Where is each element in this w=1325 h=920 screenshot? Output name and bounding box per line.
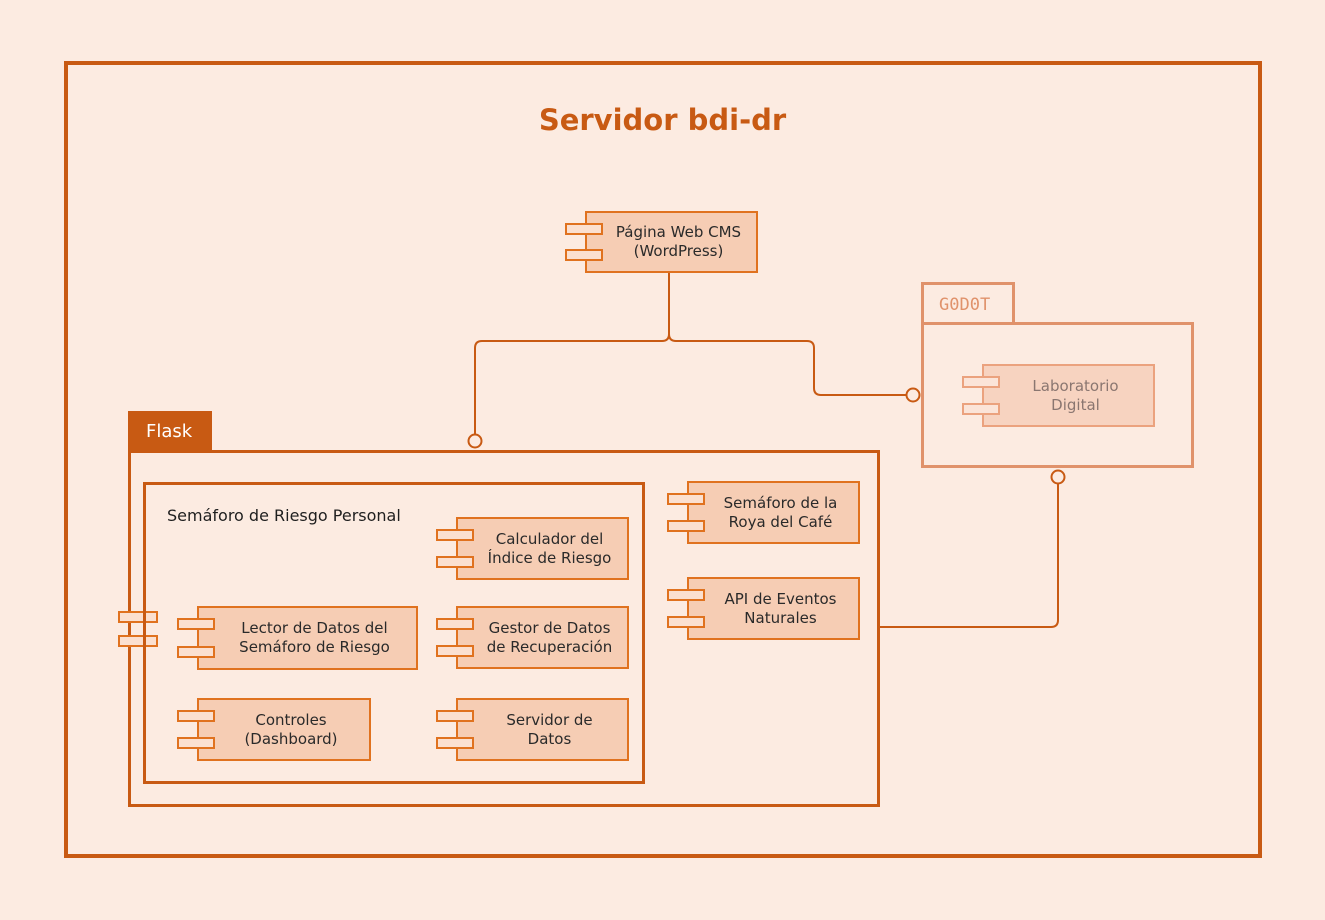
diagram-title: Servidor bdi-dr <box>538 103 787 137</box>
server-frame <box>64 61 1262 858</box>
component-port-icon <box>177 618 215 630</box>
godot-tab: G0D0T <box>921 282 1015 324</box>
component-port-icon <box>436 556 474 568</box>
component-label: Controles (Dashboard) <box>244 710 338 748</box>
component-cms[interactable]: Página Web CMS (WordPress) <box>565 211 758 273</box>
socket-godot <box>905 387 921 403</box>
component-label: Lector de Datos del Semáforo de Riesgo <box>239 619 390 656</box>
godot-frame <box>921 322 1194 468</box>
component-port-icon <box>436 618 474 630</box>
component-port-icon <box>565 223 603 235</box>
component-label: Semáforo de la Roya del Café <box>723 493 838 531</box>
component-port-icon <box>436 529 474 541</box>
flask-tab: Flask <box>128 411 212 453</box>
component-port-icon <box>177 646 215 658</box>
component-semaforo-roya[interactable]: Semáforo de la Roya del Café <box>667 481 860 544</box>
component-label: Calculador del Índice de Riesgo <box>487 529 612 567</box>
component-port-icon <box>667 616 705 628</box>
component-port-icon <box>962 403 1000 415</box>
component-label: API de Eventos Naturales <box>724 589 837 627</box>
component-port-icon <box>667 589 705 601</box>
component-controles[interactable]: Controles (Dashboard) <box>177 698 371 761</box>
component-api-eventos[interactable]: API de Eventos Naturales <box>667 577 860 640</box>
component-port-icon <box>436 710 474 722</box>
socket-godot-bottom <box>1050 469 1066 485</box>
component-port-icon <box>436 645 474 657</box>
component-label: Laboratorio Digital <box>1032 376 1119 414</box>
component-port-icon <box>177 737 215 749</box>
flask-frame <box>128 450 880 807</box>
component-port-icon <box>962 376 1000 388</box>
component-port-icon <box>436 737 474 749</box>
semaforo-personal-frame <box>143 482 645 784</box>
component-label: Página Web CMS (WordPress) <box>615 223 742 260</box>
component-label: Servidor de Datos <box>506 710 593 748</box>
flask-port-icon <box>118 635 158 647</box>
connector-cms-godot <box>668 333 906 396</box>
component-label: Gestor de Datos de Recuperación <box>486 618 613 656</box>
component-gestor-datos[interactable]: Gestor de Datos de Recuperación <box>436 606 629 669</box>
component-port-icon <box>565 249 603 261</box>
component-laboratorio-digital[interactable]: Laboratorio Digital <box>962 364 1155 427</box>
component-port-icon <box>177 710 215 722</box>
flask-port-icon <box>118 611 158 623</box>
component-port-icon <box>667 493 705 505</box>
component-servidor-datos[interactable]: Servidor de Datos <box>436 698 629 761</box>
semaforo-personal-label: Semáforo de Riesgo Personal <box>167 506 401 525</box>
component-lector-datos[interactable]: Lector de Datos del Semáforo de Riesgo <box>177 606 418 670</box>
connector-api-godot <box>878 483 1059 628</box>
component-calculador-indice[interactable]: Calculador del Índice de Riesgo <box>436 517 629 580</box>
socket-flask <box>467 433 483 449</box>
component-port-icon <box>667 520 705 532</box>
